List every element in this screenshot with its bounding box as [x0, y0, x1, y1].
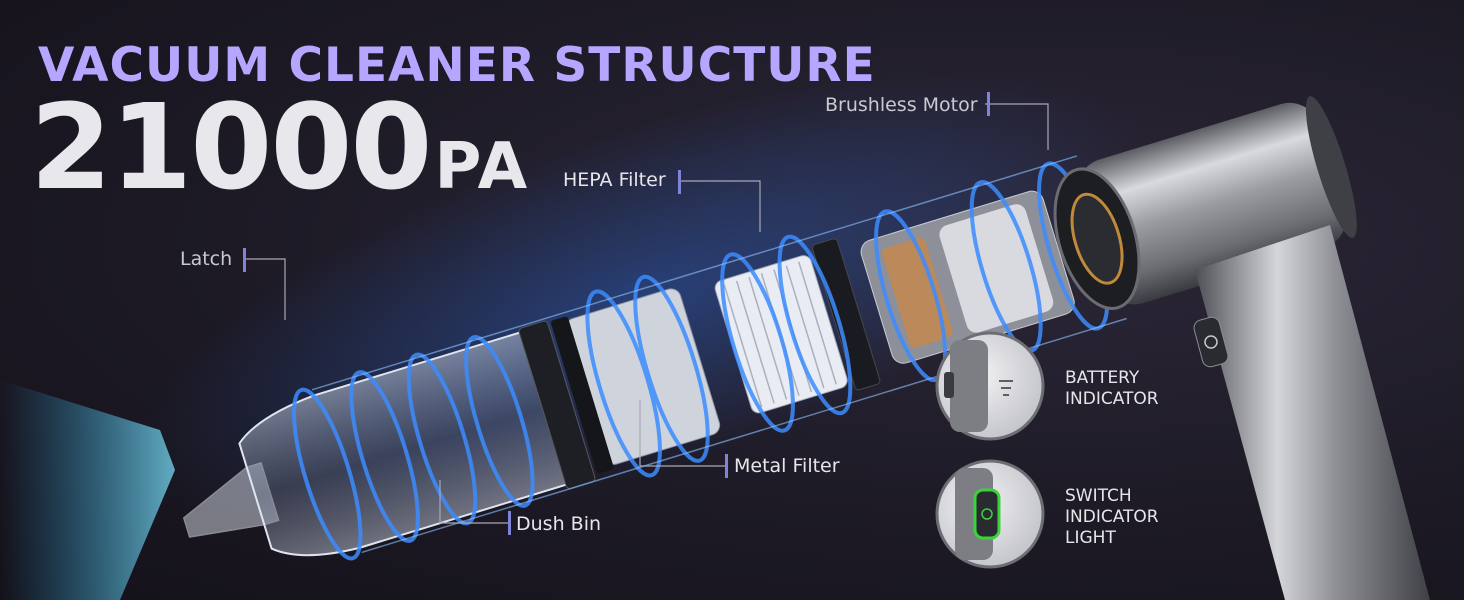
- handle: [1195, 225, 1430, 600]
- power-button: [1193, 316, 1229, 368]
- indicator-light-icon: [973, 488, 1001, 540]
- switch-label-line3: LIGHT: [1065, 528, 1116, 548]
- airflow-rings: [291, 161, 1110, 561]
- callout-dust-bin: Dush Bin: [516, 513, 602, 535]
- battery-label-line2: INDICATOR: [1065, 389, 1159, 409]
- callout-ticks: [243, 92, 990, 535]
- switch-label-line1: SWITCH: [1065, 486, 1132, 506]
- battery-label-line1: BATTERY: [1065, 368, 1140, 388]
- callout-metal-filter: Metal Filter: [734, 455, 840, 477]
- suction-power: 21000PA: [30, 88, 529, 206]
- air-stream: [0, 380, 175, 600]
- switch-label-line2: INDICATOR: [1065, 507, 1159, 527]
- leader-lines: [245, 103, 1049, 524]
- callout-brushless-motor: Brushless Motor: [825, 94, 978, 116]
- callout-hepa-filter: HEPA Filter: [563, 169, 666, 191]
- battery-indicator-label: BATTERY INDICATOR: [1065, 368, 1159, 410]
- suction-unit: PA: [434, 130, 530, 204]
- callout-latch: Latch: [180, 248, 233, 270]
- headline-title: VACUUM CLEANER STRUCTURE: [38, 38, 876, 93]
- suction-value: 21000: [30, 78, 433, 216]
- switch-indicator-label: SWITCH INDICATOR LIGHT: [1065, 486, 1159, 549]
